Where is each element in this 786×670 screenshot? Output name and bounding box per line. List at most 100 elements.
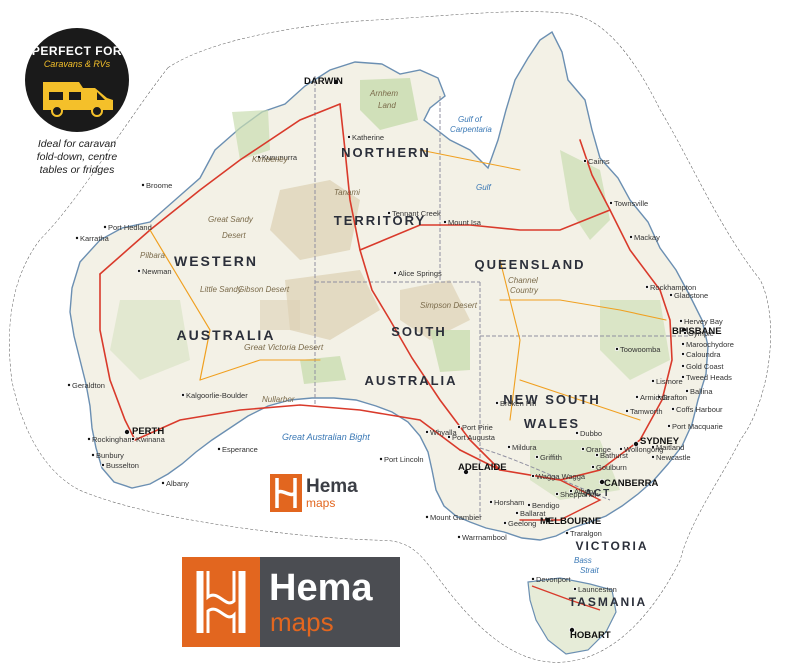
town-label-broken-hill: Broken Hill	[500, 399, 537, 408]
state-borders	[314, 76, 690, 520]
town-dot-grafton	[657, 394, 662, 399]
town-dot-tweed-heads	[681, 374, 686, 379]
state-label-act: ACT	[585, 488, 612, 499]
terrain-patches	[110, 78, 670, 500]
town-label-griffith: Griffith	[540, 453, 562, 462]
terrain-label-desert1: Desert	[222, 231, 246, 240]
town-label-broome: Broome	[146, 181, 172, 190]
town-label-bathurst: Bathurst	[600, 451, 629, 460]
city-label-darwin: DARWIN	[304, 76, 343, 87]
town-label-katherine: Katherine	[352, 133, 384, 142]
city-label-adelaide: ADELAIDE	[458, 462, 507, 473]
town-label-alice-springs: Alice Springs	[398, 269, 442, 278]
town-label-goulburn: Goulburn	[596, 463, 627, 472]
town-label-launceston: Launceston	[578, 585, 617, 594]
town-label-grafton: Grafton	[662, 393, 687, 402]
town-dot-albury	[569, 488, 574, 493]
town-dot-armidale	[635, 394, 640, 399]
state-label-sa: AUSTRALIA	[364, 373, 457, 388]
town-label-maroochydore: Maroochydore	[686, 340, 734, 349]
town-label-albany: Albany	[166, 479, 189, 488]
caption-line: fold-down, centre	[36, 151, 118, 163]
town-label-cairns: Cairns	[588, 157, 610, 166]
town-dot-rockingham	[87, 436, 92, 441]
badge-caption: Ideal for caravan fold-down, centre tabl…	[22, 138, 132, 177]
town-label-mount-isa: Mount Isa	[448, 218, 482, 227]
town-dot-kwinana	[130, 436, 135, 441]
town-label-rockingham: Rockingham	[92, 435, 134, 444]
terrain-label-great-sandy: Great Sandy	[208, 215, 254, 224]
town-dot-mackay	[629, 234, 634, 239]
water-label-carpentaria: Carpentaria	[450, 125, 492, 134]
town-dot-toowoomba	[615, 346, 620, 351]
town-dot-tennant-creek	[386, 210, 391, 215]
town-label-ballarat: Ballarat	[520, 509, 546, 518]
terrain-label-little-sandy: Little Sandy	[200, 285, 243, 294]
town-label-tennant-creek: Tennant Creek	[392, 209, 441, 218]
town-dot-port-augusta	[446, 434, 451, 439]
town-dot-orange	[581, 446, 586, 451]
town-dot-dubbo	[575, 430, 580, 435]
town-dot-tamworth	[625, 408, 630, 413]
terrain-label-tanami: Tanami	[334, 188, 360, 197]
city-label-hobart: HOBART	[570, 630, 611, 641]
town-dot-albany	[160, 480, 165, 485]
town-dot-traralgon	[565, 531, 570, 536]
town-dot-shepparton	[555, 491, 560, 496]
city-dot-hobart	[569, 627, 576, 634]
town-dot-esperance	[216, 446, 221, 451]
town-label-caloundra: Caloundra	[686, 350, 721, 359]
town-label-port-augusta: Port Augusta	[452, 433, 496, 442]
town-dot-bendigo	[527, 502, 532, 507]
town-label-warrnambool: Warrnambool	[462, 533, 507, 542]
logo-sub: maps	[270, 607, 334, 637]
town-dot-griffith	[535, 454, 540, 459]
town-label-horsham: Horsham	[494, 498, 524, 507]
town-dot-port-hedland	[103, 224, 108, 229]
town-dot-horsham	[488, 499, 493, 504]
town-dot-launceston	[573, 587, 578, 592]
town-label-coffs-harbour: Coffs Harbour	[676, 405, 723, 414]
mainland-landmass	[69, 30, 709, 541]
terrain-label-arnhem: Arnhem	[369, 89, 398, 98]
town-dot-mount-gambier	[424, 515, 429, 520]
state-label-nt: NORTHERN	[341, 145, 431, 160]
terrain-label-gibson: Gibson Desert	[238, 285, 290, 294]
state-label-qld: QUEENSLAND	[474, 257, 585, 272]
caption-line: Ideal for caravan	[37, 138, 117, 150]
town-label-mount-gambier: Mount Gambier	[430, 513, 482, 522]
town-dot-mount-isa	[442, 219, 447, 224]
town-dot-wagga	[531, 473, 536, 478]
city-dot-darwin	[332, 79, 339, 86]
state-label-wa: WESTERN	[174, 253, 258, 269]
badge-subtitle: Caravans & RVs	[43, 59, 111, 69]
town-label-karratha: Karratha	[80, 234, 110, 243]
tasmania-roads	[531, 585, 601, 611]
town-dot-caloundra	[681, 351, 686, 356]
water-label-strait: Strait	[580, 566, 599, 575]
town-dot-townsville	[609, 200, 614, 205]
town-label-busselton: Busselton	[106, 461, 139, 470]
city-dot-adelaide	[462, 468, 469, 475]
city-label-melbourne: MELBOURNE	[540, 516, 601, 527]
town-dot-port-lincoln	[378, 456, 383, 461]
logo-word: Hema	[306, 476, 358, 497]
city-dot-sydney	[633, 440, 640, 447]
town-label-albury: Albury	[574, 487, 596, 496]
city-label-perth: PERTH	[132, 426, 164, 437]
town-label-maitland: Maitland	[656, 443, 684, 452]
town-label-port-pirie: Port Pirie	[462, 423, 493, 432]
town-label-hervey-bay: Hervey Bay	[684, 317, 723, 326]
town-label-townsville: Townsville	[614, 199, 648, 208]
town-label-shepparton: Shepparton	[560, 490, 599, 499]
terrain-label-country: Country	[510, 286, 539, 295]
town-label-tamworth: Tamworth	[630, 407, 663, 416]
town-label-lismore: Lismore	[656, 377, 683, 386]
city-dot-melbourne	[545, 517, 552, 524]
town-label-esperance: Esperance	[222, 445, 258, 454]
town-dot-geelong	[502, 521, 507, 526]
town-label-geelong: Geelong	[508, 519, 536, 528]
town-label-kalgoorlie: Kalgoorlie-Boulder	[186, 391, 248, 400]
town-label-devonport: Devonport	[536, 575, 572, 584]
caravan-badge: PERFECT FOR Caravans & RVs	[25, 28, 129, 132]
